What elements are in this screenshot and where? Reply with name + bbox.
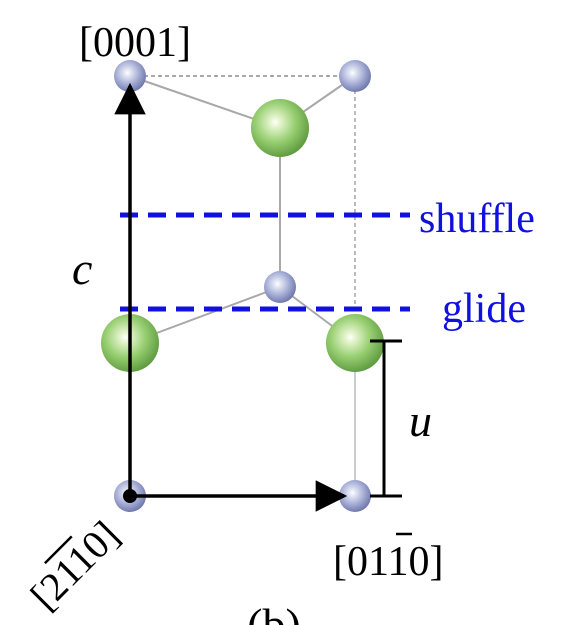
left-direction-label: [2110]: [22, 512, 128, 618]
small-atom: [339, 60, 371, 92]
unit-cell-outline: [130, 75, 356, 496]
panel-label: (b): [247, 599, 301, 625]
atoms: [101, 60, 384, 512]
origin-dot: [123, 489, 137, 503]
u-label: u: [409, 395, 432, 446]
small-atom: [264, 271, 296, 303]
right-direction-barred-digit: 1: [387, 539, 408, 585]
large-atom: [251, 99, 309, 157]
large-atom: [326, 314, 384, 372]
right-direction-part: 0]: [408, 539, 443, 585]
right-direction-part: [01: [333, 539, 387, 585]
glide-label: glide: [442, 286, 526, 332]
svg-text:[2110]: [2110]: [22, 512, 128, 618]
right-direction-label: [0110]: [333, 539, 443, 585]
c-axis-label: c: [72, 243, 92, 294]
u-bracket: [370, 339, 402, 498]
shuffle-label: shuffle: [419, 196, 535, 242]
left-direction-overbar: [43, 535, 73, 565]
top-direction-label: [0001]: [79, 20, 191, 66]
bonds: [129, 75, 356, 496]
